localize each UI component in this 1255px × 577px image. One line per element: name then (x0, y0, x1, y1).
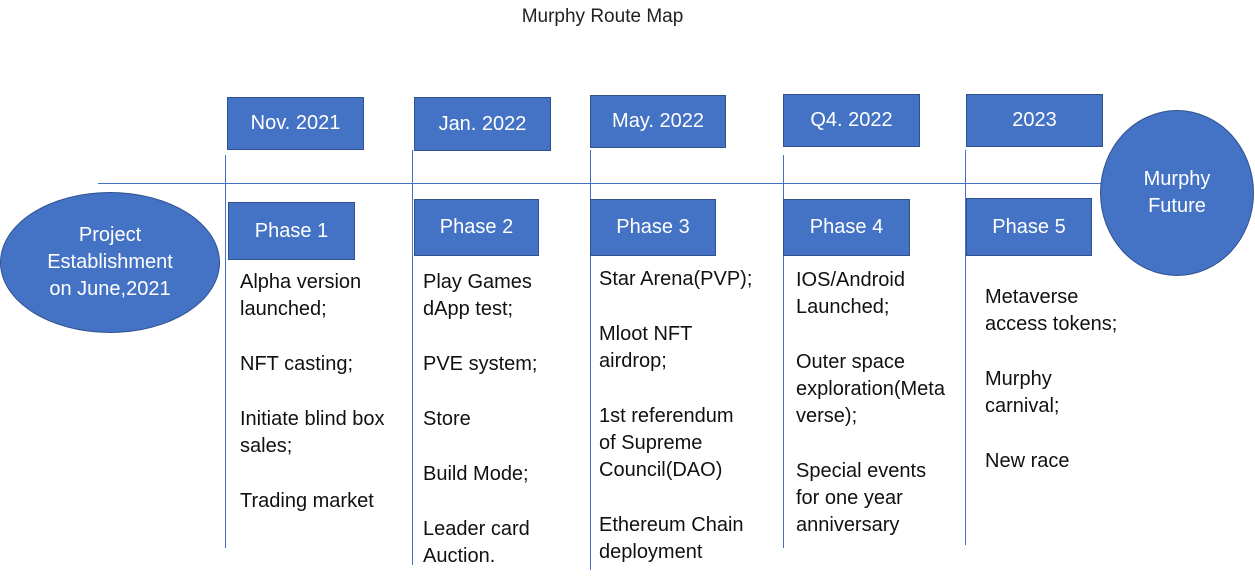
date-box-5: 2023 (966, 94, 1103, 147)
milestone-text: carnival; (985, 395, 1060, 417)
milestone-text: Leader card (423, 518, 530, 540)
phase-box-4: Phase 4 (783, 199, 910, 256)
phase-box-3: Phase 3 (590, 199, 716, 256)
milestone-text: Special events (796, 460, 927, 482)
start-line: Project (78, 224, 142, 246)
timeline-divider-5 (965, 150, 966, 545)
milestone-text: Play Games (423, 271, 532, 293)
milestone-text: access tokens; (985, 313, 1118, 335)
milestone-text: dApp test; (423, 298, 514, 320)
milestone-text: anniversary (796, 514, 900, 536)
milestone-text: Murphy (985, 368, 1052, 390)
milestone-text: launched; (240, 298, 327, 320)
start-line: Establishment (47, 251, 173, 273)
milestone-text: Mloot NFT (599, 323, 693, 345)
timeline-divider-1 (225, 155, 226, 548)
milestone-text: New race (985, 450, 1070, 472)
milestone-text: for one year (796, 487, 903, 509)
date-box-3: May. 2022 (590, 95, 726, 148)
timeline-axis (98, 183, 1110, 184)
milestone-text: PVE system; (423, 353, 538, 375)
timeline-divider-2 (412, 150, 413, 565)
milestone-item: Play Games dApp test; (423, 269, 537, 323)
milestone-text: sales; (240, 435, 293, 457)
phase-5-items: Metaverse access tokens; Murphy carnival; Ne… (985, 284, 1117, 503)
milestone-text: 1st referendum (599, 405, 734, 427)
milestone-text: Launched; (796, 296, 890, 318)
milestone-text: verse); (796, 405, 858, 427)
milestone-item: Murphy carnival; (985, 366, 1117, 420)
milestone-item: Outer space exploration(Meta verse); (796, 349, 945, 430)
milestone-text: airdrop; (599, 350, 667, 372)
milestone-text: NFT casting; (240, 353, 353, 375)
phase-3-items: Star Arena(PVP); Mloot NFT airdrop; 1st ref… (599, 266, 752, 577)
phase-1-items: Alpha version launched; NFT casting; Initia… (240, 269, 385, 543)
milestone-text: Alpha version (240, 271, 362, 293)
milestone-text: Initiate blind box (240, 408, 385, 430)
milestone-text: deployment (599, 541, 703, 563)
end-node: Murphy Future (1100, 110, 1254, 276)
milestone-text: Council(DAO) (599, 459, 723, 481)
diagram-title: Murphy Route Map (521, 6, 684, 27)
milestone-item: Special events for one year anniversary (796, 458, 945, 539)
milestone-item: Star Arena(PVP); (599, 266, 752, 293)
date-box-1: Nov. 2021 (227, 97, 364, 150)
phase-box-1: Phase 1 (228, 202, 355, 260)
milestone-item: Build Mode; (423, 461, 537, 488)
milestone-item: NFT casting; (240, 351, 385, 378)
phase-box-2: Phase 2 (414, 199, 539, 256)
milestone-text: Store (423, 408, 471, 430)
timeline-divider-4 (783, 155, 784, 548)
milestone-text: Outer space (796, 351, 905, 373)
start-line: on June,2021 (49, 278, 171, 300)
date-box-2: Jan. 2022 (414, 97, 551, 151)
end-line: Future (1148, 195, 1206, 217)
milestone-text: Metaverse (985, 286, 1079, 308)
milestone-text: Ethereum Chain (599, 514, 744, 536)
milestone-text: Build Mode; (423, 463, 529, 485)
milestone-text: exploration(Meta (796, 378, 945, 400)
milestone-text: Auction. (423, 545, 496, 567)
end-line: Murphy (1143, 168, 1211, 190)
phase-box-5: Phase 5 (966, 198, 1092, 256)
milestone-item: Store (423, 406, 537, 433)
milestone-item: Alpha version launched; (240, 269, 385, 323)
timeline-divider-3 (590, 150, 591, 570)
milestone-item: Ethereum Chain deployment (599, 512, 752, 566)
milestone-item: PVE system; (423, 351, 537, 378)
milestone-item: Mloot NFT airdrop; (599, 321, 752, 375)
milestone-item: Metaverse access tokens; (985, 284, 1117, 338)
milestone-text: Star Arena(PVP); (599, 268, 753, 290)
milestone-text: Trading market (240, 490, 374, 512)
milestone-item: New race (985, 448, 1117, 475)
start-node: Project Establishment on June,2021 (0, 192, 220, 333)
milestone-text: IOS/Android (796, 269, 905, 291)
milestone-text: of Supreme (599, 432, 703, 454)
milestone-item: Initiate blind box sales; (240, 406, 385, 460)
milestone-item: Trading market (240, 488, 385, 515)
date-box-4: Q4. 2022 (783, 94, 920, 147)
